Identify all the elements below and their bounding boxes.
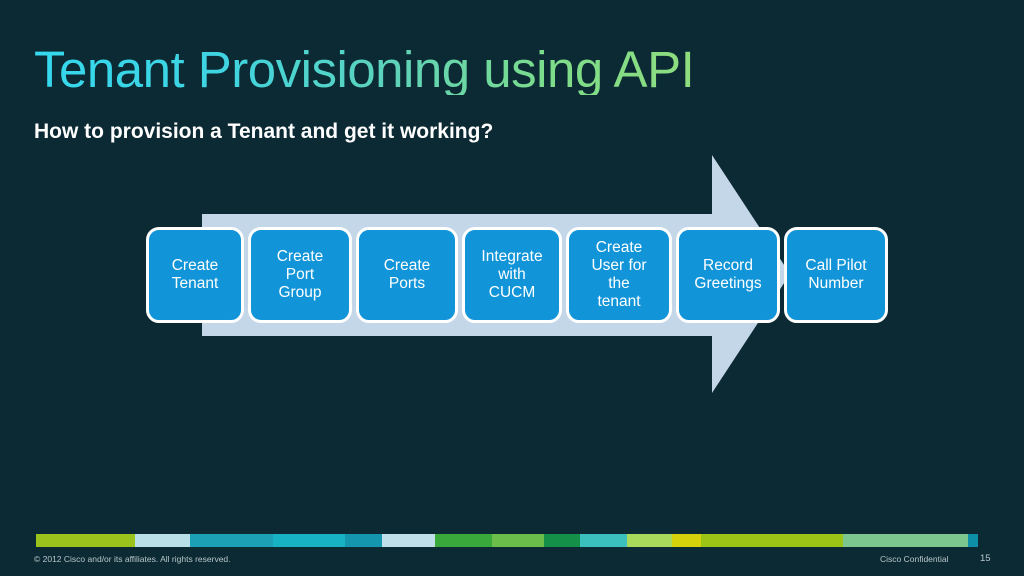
process-step-label: Create Port Group [276,248,324,301]
footer-confidential-label: Cisco Confidential [880,554,949,564]
process-step-label: Create Ports [383,257,431,292]
footer-bar-segment [700,534,843,547]
process-step-label: Record Greetings [694,257,762,292]
footer-bar-segment [842,534,968,547]
footer-bar-segment [627,534,673,547]
process-step-label: Call Pilot Number [805,257,867,292]
process-step-create-tenant[interactable]: Create Tenant [146,227,244,323]
footer-bar-segment [344,534,382,547]
footer-bar-segment [977,534,988,547]
footer-bar-segment [672,534,701,547]
footer-bar-segment [580,534,628,547]
process-step-label: Integrate with CUCM [481,248,543,301]
footer-bar-segment [381,534,436,547]
process-arrow-diagram: Create Tenant Create Port Group Create P… [0,140,1024,410]
process-step-create-user-for-the-tenant[interactable]: Create User for the tenant [566,227,672,323]
process-step-label: Create User for the tenant [591,239,647,310]
process-step-integrate-with-cucm[interactable]: Integrate with CUCM [462,227,562,323]
footer-bar-segment [435,534,492,547]
footer-bar-segment [543,534,581,547]
page-title: Tenant Provisioning using API [34,41,695,98]
footer-bar-segment [967,534,978,547]
process-step-list: Create Tenant Create Port Group Create P… [146,227,888,323]
process-step-label: Create Tenant [171,257,219,292]
footer-bar-segment [491,534,544,547]
process-step-create-ports[interactable]: Create Ports [356,227,458,323]
footer-color-bar [36,534,988,547]
footer-bar-segment [134,534,190,547]
footer-bar-segment [189,534,274,547]
process-step-record-greetings[interactable]: Record Greetings [676,227,780,323]
footer-bar-segment [36,534,135,547]
footer-copyright: © 2012 Cisco and/or its affiliates. All … [34,554,231,564]
process-step-call-pilot-number[interactable]: Call Pilot Number [784,227,888,323]
page-subtitle: How to provision a Tenant and get it wor… [34,120,494,143]
footer-page-number: 15 [980,553,991,564]
footer-bar-segment [273,534,345,547]
process-step-create-port-group[interactable]: Create Port Group [248,227,352,323]
